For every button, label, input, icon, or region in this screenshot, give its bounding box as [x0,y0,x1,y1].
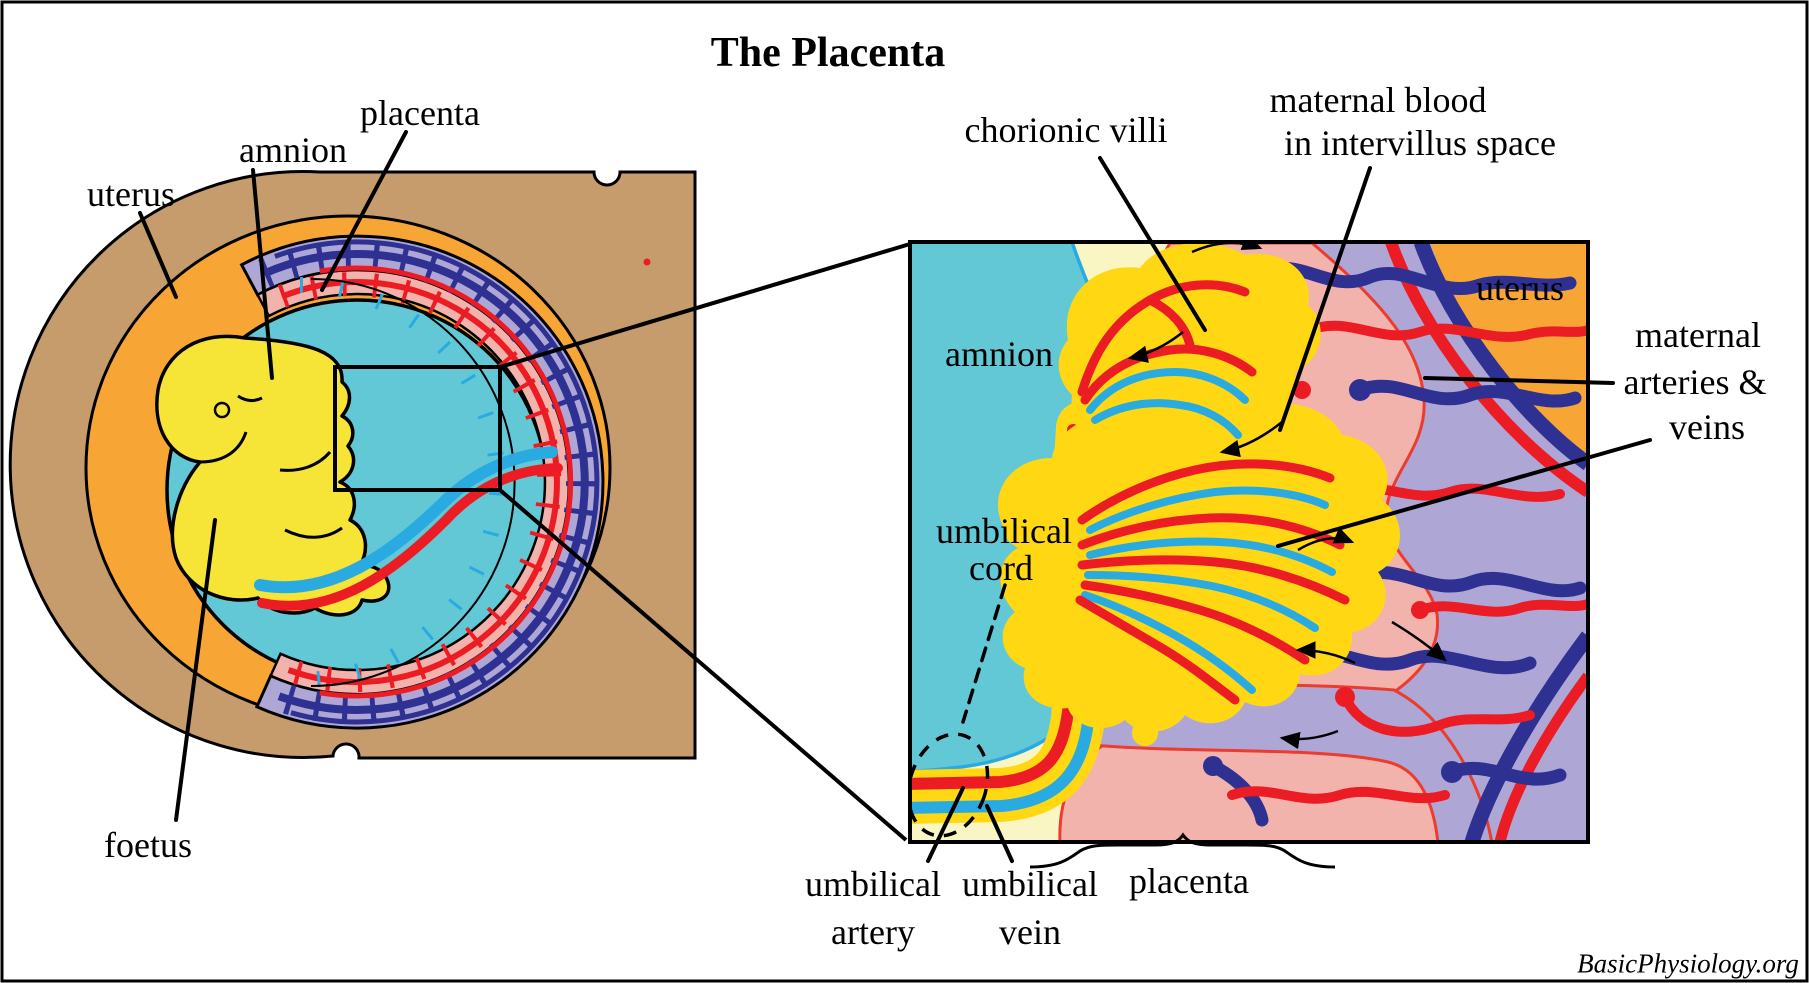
label-placenta-left: placenta [360,93,480,133]
label-umbilical-cord-line2: cord [969,548,1033,588]
page-title: The Placenta [710,30,946,76]
label-chorionic-villi: chorionic villi [964,110,1168,150]
placenta-brace [1029,832,1336,869]
zoom-connector-top [499,242,911,369]
foetus-leg-line [284,526,343,539]
villus-veins [1081,367,1336,694]
label-maternal-blood-line1: maternal blood [1269,80,1487,120]
umbilical-cord-leader-line [961,583,1007,724]
umbilical-cord [254,446,563,611]
zoom-region-box [333,365,502,492]
maternal-veins-leader-line [1276,438,1652,548]
umbilical-artery-leader-line [926,786,965,863]
label-uterus-left: uterus [87,174,175,214]
foetus-ear [213,401,231,419]
leader-lines [138,130,1652,863]
label-maternal-vessels-line2: arteries & [1623,362,1767,402]
chorionic-villi-leader-line [1098,156,1207,332]
villus-arteries [1075,280,1350,705]
maternal-blood-leader-line [1278,166,1372,432]
label-maternal-vessels-line1: maternal [1635,315,1761,355]
foetus-chin-line [199,431,248,464]
label-umbilical-vein-line2: vein [999,912,1061,952]
placenta-leader-line [320,130,408,292]
label-umbilical-cord-line1: umbilical [936,511,1072,551]
label-placenta-detail: placenta [1129,861,1249,901]
label-amnion-detail: amnion [945,334,1053,374]
maternal-vein-trunk [1464,631,1588,842]
foetus [155,334,391,617]
foetus-eye [237,394,263,403]
placenta-crescent [239,234,605,730]
maternal-artery-arc [319,265,574,699]
label-uterus-detail: uterus [1476,268,1564,308]
uterus-cross-section [8,170,911,842]
label-umbilical-artery-line2: artery [831,912,915,952]
label-maternal-vessels-line3: veins [1669,407,1745,447]
detail-panel-frame [908,240,1590,844]
amnion-leader-line [251,168,274,380]
label-amnion-left: amnion [239,130,347,170]
label-maternal-blood-line2: in intervillus space [1284,123,1556,163]
credit-text: BasicPhysiology.org [1577,948,1799,979]
umbilical-vein-leader-line [985,804,1014,863]
maternal-veins [1206,261,1587,827]
maternal-arteries-leader-line [1423,376,1615,385]
stray-red-dot [643,258,651,266]
uterus-leader-line [138,211,178,299]
label-foetus: foetus [104,825,192,865]
chorionic-plate-line [310,278,516,687]
maternal-vein-arc [262,250,589,714]
maternal-artery-trunk [1494,672,1588,842]
zoom-connector-bottom [498,488,908,842]
label-umbilical-vein-line1: umbilical [962,864,1098,904]
maternal-vein-trunk [1413,242,1588,471]
label-umbilical-artery-line1: umbilical [805,864,941,904]
umbilical-artery-arc [280,279,560,686]
foetus-arm-line [279,450,332,472]
foetus-leader-line [174,518,217,822]
